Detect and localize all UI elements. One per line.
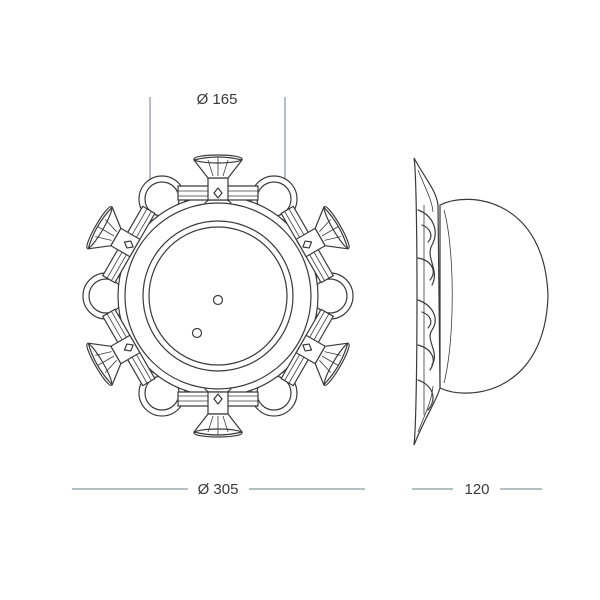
- trumpet-ornament: [177, 154, 259, 201]
- trumpet-ornament: [280, 205, 350, 284]
- glass-shade-inner: [148, 226, 288, 366]
- trumpet-ornament: [86, 205, 156, 284]
- glass-shade-outer: [142, 220, 294, 372]
- screw-hole-center: [212, 294, 224, 306]
- trumpet-ornament: [86, 308, 156, 387]
- dimension-labels: Ø 165 Ø 305 120: [197, 91, 490, 498]
- outer-diameter-label: Ø 305: [198, 481, 239, 498]
- trumpet-ornaments: [86, 154, 350, 438]
- side-ornament-links: [417, 205, 436, 415]
- trumpet-ornament: [177, 391, 259, 438]
- screw-hole-lower: [191, 327, 203, 339]
- front-view-fixture: [82, 154, 354, 438]
- inner-diameter-label: Ø 165: [197, 91, 238, 108]
- side-plate-detail-bottom: [417, 385, 434, 433]
- side-glass-edge: [443, 209, 453, 384]
- outer-frame-inner-edge: [124, 202, 312, 390]
- side-view-fixture: [413, 157, 549, 446]
- depth-label: 120: [464, 481, 489, 498]
- side-plate-detail-top: [417, 169, 434, 213]
- trumpet-ornament: [280, 308, 350, 387]
- side-wall-plate: [413, 157, 441, 446]
- side-glass-dome: [439, 198, 549, 394]
